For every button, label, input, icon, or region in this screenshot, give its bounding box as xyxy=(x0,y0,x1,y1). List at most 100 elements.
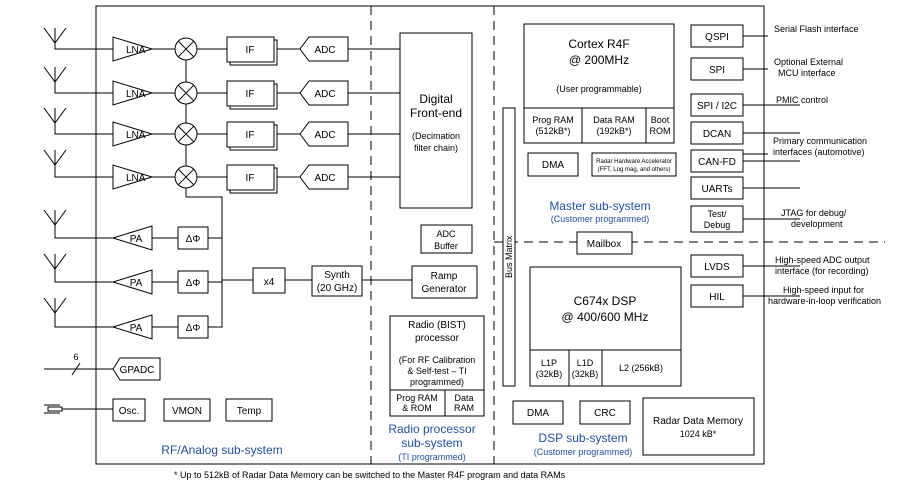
mixer-2 xyxy=(174,81,198,105)
dsp-crc xyxy=(579,400,631,425)
peripherals: QSPI SPI SPI / I2C DCAN CAN-FD UARTs Tes… xyxy=(690,24,744,308)
radio-subsystem-title-2: sub-system xyxy=(401,436,462,450)
qspi-label: QSPI xyxy=(705,32,729,43)
test-debug-block xyxy=(690,205,744,233)
dfe-label-2: Front-end xyxy=(410,106,462,120)
vmon-block xyxy=(163,398,211,422)
optional-mcu-label-1: Optional External xyxy=(774,57,843,67)
hil-label: HIL xyxy=(709,292,725,303)
dfe-label-1: Digital xyxy=(419,92,452,106)
phase-shifter-1-label: ΔΦ xyxy=(186,234,201,245)
cortex-r4f: Cortex R4F @ 200MHz (User programmable) … xyxy=(523,23,675,144)
dsp-l2-label: L2 (256kB) xyxy=(619,363,663,373)
temp-block xyxy=(225,398,273,422)
spi-i2c-label: SPI / I2C xyxy=(697,101,737,112)
adc-3-label: ADC xyxy=(314,130,335,141)
can-fd-label: CAN-FD xyxy=(698,157,736,168)
gpadc-section: 6 GPADC xyxy=(44,352,161,381)
pa-3-label: PA xyxy=(130,323,143,334)
spi-label: SPI xyxy=(709,65,725,76)
phase-shifter-3 xyxy=(177,315,209,339)
dsp-l1d-size: (32kB) xyxy=(572,369,599,379)
bus-matrix xyxy=(502,107,516,387)
cortex-label-3: (User programmable) xyxy=(556,84,642,94)
phase-shifter-3-label: ΔΦ xyxy=(186,323,201,334)
gpadc-label: GPADC xyxy=(120,365,155,376)
serial-flash-interface-label: Serial Flash interface xyxy=(774,24,859,34)
adc-2-label: ADC xyxy=(314,89,335,100)
radar-data-memory xyxy=(642,397,755,456)
master-boot-rom-label-1: Boot xyxy=(651,115,670,125)
lna-2-label: LNA xyxy=(126,89,146,100)
lvds-label: LVDS xyxy=(704,262,730,273)
dfe-label-3: (Decimation xyxy=(412,131,460,141)
master-subsystem-subtitle: (Customer programmed) xyxy=(551,214,650,224)
if-block-3 xyxy=(226,121,278,151)
temp-label: Temp xyxy=(237,406,262,417)
master-dma-label: DMA xyxy=(542,160,565,171)
synth-label: Synth xyxy=(324,270,350,281)
radio-label-2: processor xyxy=(415,333,460,344)
if-3-label: IF xyxy=(246,130,255,141)
c674x-dsp: C674x DSP @ 400/600 MHz L1P (32kB) L1D (… xyxy=(529,266,682,387)
dfe-label-4: filter chain) xyxy=(414,143,458,153)
x4-multiplier xyxy=(252,267,286,294)
if-block-2 xyxy=(226,80,278,110)
radio-processor: Radio (BIST) processor (For RF Calibrati… xyxy=(389,315,485,417)
rx-chains: LNA LNA LNA LNA xyxy=(43,27,400,328)
hil-input-label-2: hardware-in-loop verification xyxy=(768,296,881,306)
master-prog-ram-label: Prog RAM xyxy=(532,115,574,125)
phase-shifter-2 xyxy=(177,270,209,294)
radar-data-memory-label: Radar Data Memory xyxy=(653,416,743,427)
lna-3-label: LNA xyxy=(126,130,146,141)
primary-comm-label-1: Primary communication xyxy=(773,136,867,146)
mixer-1 xyxy=(174,37,198,61)
radio-subsystem-title-1: Radio processor xyxy=(388,422,475,436)
oscillator-section: Osc. xyxy=(44,398,146,422)
adc-buffer-label-1: ADC xyxy=(436,229,456,239)
lna-1 xyxy=(112,36,154,62)
master-boot-rom-label-2: ROM xyxy=(650,126,671,136)
footnote: * Up to 512kB of Radar Data Memory can b… xyxy=(174,470,566,480)
adc-buffer xyxy=(420,224,473,254)
dsp-l1p-label: L1P xyxy=(541,358,557,368)
vmon-label: VMON xyxy=(172,406,202,417)
if-2-label: IF xyxy=(246,89,255,100)
tx-chains: PA PA PA ΔΦ ΔΦ ΔΦ x4 Synth (20 GHz) Ramp… xyxy=(43,209,478,340)
osc-label: Osc. xyxy=(119,406,140,417)
cortex-label-2: @ 200MHz xyxy=(569,53,629,67)
dsp-label-1: C674x DSP xyxy=(574,294,637,308)
jtag-label-2: development xyxy=(791,219,843,229)
synth-block xyxy=(311,265,363,297)
lna-4 xyxy=(112,164,154,190)
test-debug-label-2: Debug xyxy=(704,220,731,230)
radio-subsystem-title-3: (TI programmed) xyxy=(398,452,466,462)
primary-comm-label-2: interfaces (automotive) xyxy=(773,147,865,157)
dsp-l1p-size: (32kB) xyxy=(536,369,563,379)
external-lines xyxy=(743,35,800,297)
radar-data-memory-size: 1024 kB* xyxy=(680,429,717,439)
rf-subsystem-title: RF/Analog sub-system xyxy=(161,443,282,457)
if-4-label: IF xyxy=(246,173,255,184)
lna-2 xyxy=(112,80,154,106)
if-block-1 xyxy=(226,36,278,66)
mailbox-label: Mailbox xyxy=(587,239,621,250)
master-prog-ram-size: (512kB*) xyxy=(535,126,570,136)
ramp-generator-label: Ramp xyxy=(431,271,458,282)
radio-label-4: & Self-test – TI xyxy=(407,366,466,376)
pa-2-label: PA xyxy=(130,278,143,289)
pa-1-label: PA xyxy=(130,234,143,245)
master-data-ram-size: (192kB*) xyxy=(596,126,631,136)
radar-hardware-accelerator xyxy=(591,152,677,177)
mailbox xyxy=(576,231,633,255)
rha-label-1: Radar Hardware Accelerator xyxy=(596,159,672,165)
x4-multiplier-label: x4 xyxy=(264,277,275,288)
osc-block xyxy=(112,398,146,422)
radio-prog-ram-label-1: Prog RAM xyxy=(396,393,438,403)
phase-shifter-2-label: ΔΦ xyxy=(186,278,201,289)
ramp-generator xyxy=(411,265,478,299)
gpadc-bus-width: 6 xyxy=(73,352,78,362)
hil-input-label-1: High-speed input for xyxy=(783,285,864,295)
cortex-label-1: Cortex R4F xyxy=(568,37,629,51)
dsp-l1d-label: L1D xyxy=(577,358,594,368)
